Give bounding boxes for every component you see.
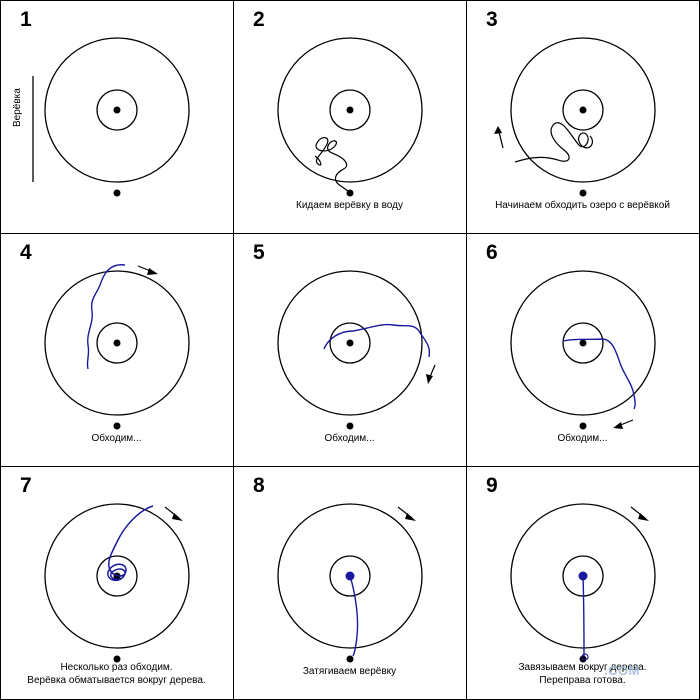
panel-caption: Обходим...: [91, 433, 142, 444]
island-circle: [96, 555, 138, 597]
shore-tree-dot: [579, 422, 587, 430]
panel-5: 5 Обходим...: [233, 233, 467, 467]
rope-being-carried: [514, 122, 594, 163]
panel-number: 7: [20, 474, 32, 497]
panel-1: 1 Верёвка: [0, 0, 234, 234]
arrowhead-icon: [172, 513, 183, 521]
lake-circle: [277, 503, 423, 649]
island-tree-dot: [113, 106, 121, 114]
shore-tree-dot: [579, 189, 587, 197]
arrowhead-icon: [147, 268, 158, 275]
island-circle: [562, 322, 604, 364]
panel-caption: Кидаем верёвку в воду: [296, 200, 403, 211]
lake-circle: [44, 37, 190, 183]
arrowhead-icon: [494, 126, 502, 134]
panel-caption: Затягиваем верёвку: [302, 666, 397, 677]
panel-number: 1: [20, 8, 32, 31]
island-tree-dot: [579, 339, 587, 347]
panel-number: 6: [486, 241, 498, 264]
lake-circle: [277, 37, 423, 183]
panel-2: 2 Кидаем верёвку в воду: [233, 0, 467, 234]
shore-tree-dot: [346, 422, 354, 430]
panel-number: 5: [253, 241, 265, 264]
lake-circle: [277, 270, 423, 416]
arrowhead-icon: [638, 513, 649, 521]
panel-7: 7 Несколько раз обходим. Верёвка обматыв…: [0, 466, 234, 700]
shore-tree-dot: [346, 655, 354, 663]
island-tree-dot: [346, 106, 354, 114]
island-circle: [96, 322, 138, 364]
island-tree-dot: [579, 106, 587, 114]
panel-number: 4: [20, 241, 32, 264]
panel-number: 2: [253, 8, 265, 31]
lake-circle: [44, 270, 190, 416]
panel-6: 6 Обходим...: [466, 233, 700, 467]
rope-path: [323, 323, 431, 358]
rope-thrown-in-water: [314, 137, 351, 194]
rope-path: [86, 264, 126, 370]
watermark: .COM: [604, 663, 640, 678]
arrowhead-icon: [426, 374, 433, 384]
rope-crossing: [582, 575, 585, 657]
panel-number: 8: [253, 474, 265, 497]
shore-tree-dot: [113, 655, 121, 663]
panel-caption: Несколько раз обходим. Верёвка обматывае…: [27, 662, 206, 686]
panel-caption: Начинаем обходить озеро с верёвкой: [495, 200, 670, 211]
rope-label: Верёвка: [12, 88, 23, 127]
island-tree-dot: [346, 339, 354, 347]
panel-caption: Обходим...: [324, 433, 375, 444]
rope-tightened: [349, 575, 359, 657]
lake-circle: [510, 270, 656, 416]
panel-number: 9: [486, 474, 498, 497]
panel-3: 3 Начинаем обходить озеро с верёвкой: [466, 0, 700, 234]
panel-caption: Обходим...: [557, 433, 608, 444]
island-circle: [562, 89, 604, 131]
arrowhead-icon: [405, 513, 416, 521]
panel-border: [0, 0, 234, 234]
island-circle: [96, 89, 138, 131]
rope-wrapping-tree: [107, 505, 154, 582]
panel-4: 4 Обходим...: [0, 233, 234, 467]
lake-circle: [44, 503, 190, 649]
panel-9: 9 Завязываем вокруг дерева. Переправа го…: [466, 466, 700, 700]
island-circle: [329, 89, 371, 131]
shore-tree-dot: [113, 189, 121, 197]
panel-8: 8 Затягиваем верёвку: [233, 466, 467, 700]
rope-path: [562, 338, 636, 410]
panel-number: 3: [486, 8, 498, 31]
shore-tree-dot: [113, 422, 121, 430]
island-circle: [329, 322, 371, 364]
panel-1-drawing: [0, 0, 234, 234]
island-tree-dot: [113, 339, 121, 347]
island-circle: [329, 555, 371, 597]
rope-shore-knot: [581, 653, 589, 661]
lake-circle: [510, 503, 656, 649]
lake-circle: [510, 37, 656, 183]
panel-caption: Завязываем вокруг дерева. Переправа гото…: [518, 662, 647, 686]
arrowhead-icon: [613, 422, 623, 429]
